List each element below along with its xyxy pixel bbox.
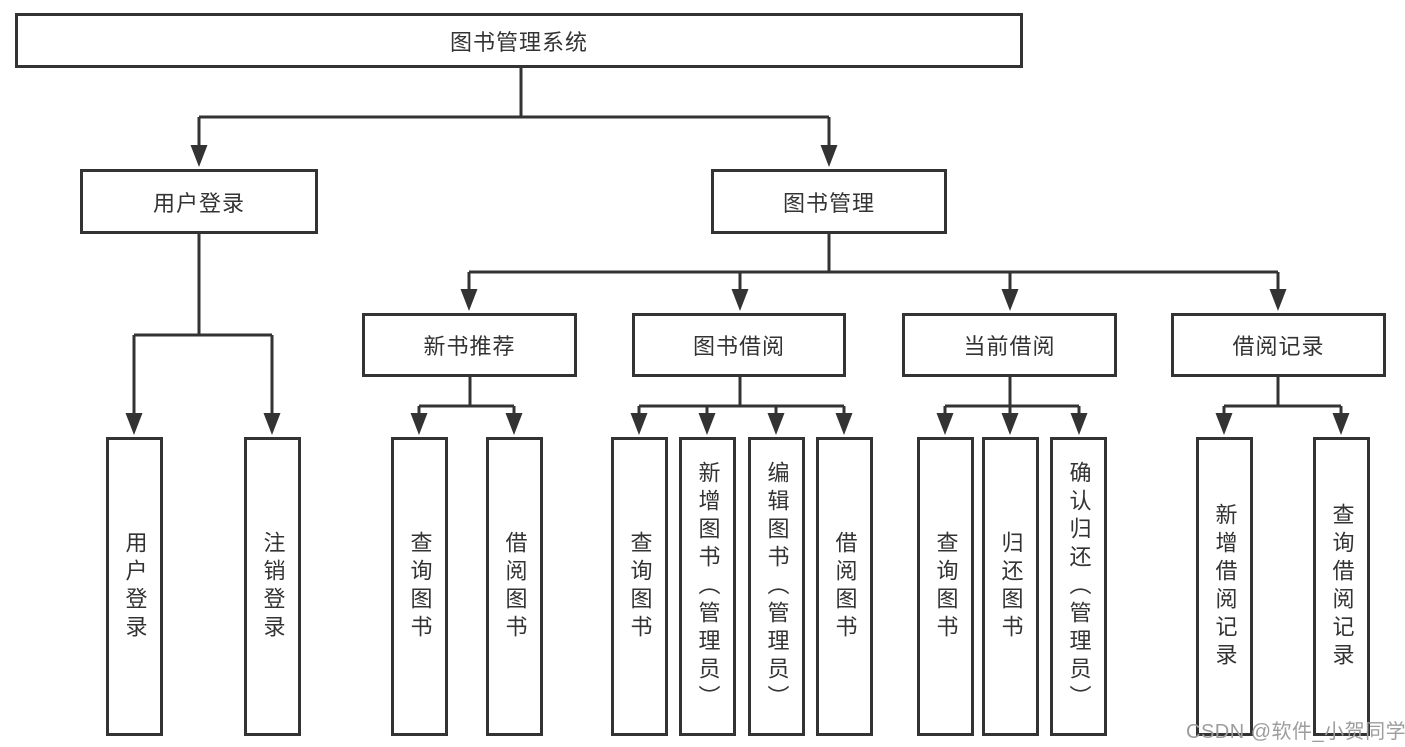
leaf-borrow-books: 借阅图书 — [816, 437, 873, 736]
leaf-add-books-admin-label: 新增图书（管理员） — [695, 460, 721, 713]
leaf-query-books-current-label: 查询图书 — [933, 530, 959, 643]
leaf-query-books-current: 查询图书 — [917, 437, 974, 736]
leaf-logout-label: 注销登录 — [260, 530, 286, 643]
leaf-add-borrow-record-label: 新增借阅记录 — [1212, 502, 1238, 671]
node-current-borrow: 当前借阅 — [902, 313, 1117, 377]
leaf-query-borrow-record: 查询借阅记录 — [1313, 437, 1370, 736]
node-root-system: 图书管理系统 — [15, 13, 1023, 68]
node-book-borrow: 图书借阅 — [632, 313, 846, 377]
leaf-confirm-return-admin-label: 确认归还（管理员） — [1066, 460, 1092, 713]
leaf-borrow-books-recommend-label: 借阅图书 — [502, 530, 528, 643]
node-borrow-records: 借阅记录 — [1171, 313, 1386, 377]
node-new-book-recommend: 新书推荐 — [362, 313, 577, 377]
leaf-edit-books-admin: 编辑图书（管理员） — [748, 437, 805, 736]
node-current-borrow-label: 当前借阅 — [963, 334, 1056, 359]
leaf-logout: 注销登录 — [244, 437, 301, 736]
arrowheads — [125, 145, 1350, 435]
watermark-text: CSDN @软件_小贺同学 — [1186, 721, 1405, 743]
leaf-query-borrow-record-label: 查询借阅记录 — [1329, 502, 1355, 671]
leaf-borrow-books-recommend: 借阅图书 — [486, 437, 543, 736]
leaf-return-books-label: 归还图书 — [998, 530, 1024, 643]
node-root-system-label: 图书管理系统 — [449, 29, 588, 55]
node-borrow-records-label: 借阅记录 — [1232, 334, 1325, 359]
node-book-management: 图书管理 — [711, 169, 947, 234]
node-book-management-label: 图书管理 — [782, 190, 875, 216]
leaf-confirm-return-admin: 确认归还（管理员） — [1050, 437, 1107, 736]
leaf-add-borrow-record: 新增借阅记录 — [1196, 437, 1253, 736]
leaf-query-books-recommend: 查询图书 — [391, 437, 448, 736]
node-book-borrow-label: 图书借阅 — [692, 334, 785, 359]
leaf-query-books-borrow-label: 查询图书 — [627, 530, 653, 643]
node-new-book-recommend-label: 新书推荐 — [423, 334, 516, 359]
leaf-user-login-label: 用户登录 — [122, 530, 148, 643]
leaf-borrow-books-label: 借阅图书 — [832, 530, 858, 643]
leaf-return-books: 归还图书 — [982, 437, 1039, 736]
leaf-edit-books-admin-label: 编辑图书（管理员） — [764, 460, 790, 713]
leaf-query-books-recommend-label: 查询图书 — [407, 530, 433, 643]
node-user-login: 用户登录 — [80, 169, 318, 234]
leaf-add-books-admin: 新增图书（管理员） — [679, 437, 736, 736]
leaf-query-books-borrow: 查询图书 — [611, 437, 668, 736]
leaf-user-login: 用户登录 — [106, 437, 163, 736]
node-user-login-label: 用户登录 — [152, 190, 245, 216]
